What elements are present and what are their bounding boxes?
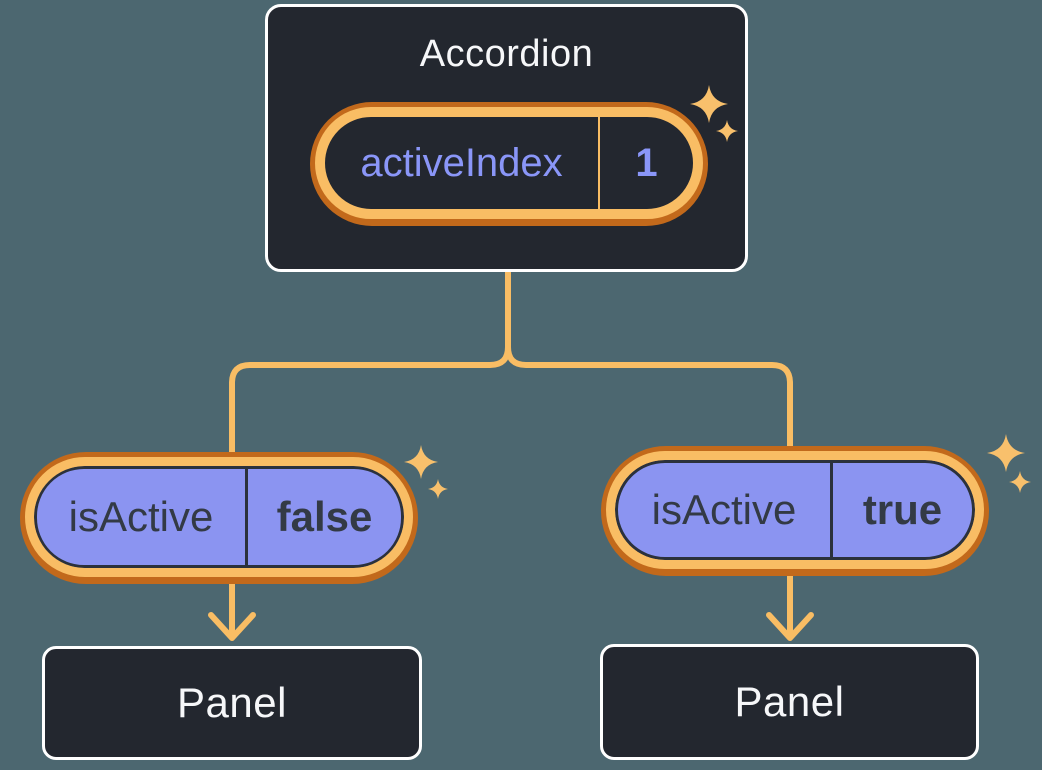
prop-pill-value: true [862, 486, 943, 533]
prop-pill-name: isActive [68, 493, 214, 540]
sparkle-icon [987, 434, 1025, 472]
panel-node-right: Panel [600, 644, 979, 760]
state-pill-divider [598, 117, 600, 209]
accordion-title: Accordion [419, 33, 594, 75]
state-pill-activeIndex: activeIndex 1 [310, 102, 708, 226]
prop-pill-divider [245, 469, 248, 565]
state-pill-name: activeIndex [360, 140, 563, 185]
panel-label: Panel [734, 678, 845, 725]
state-pill-value: 1 [635, 140, 658, 185]
prop-pill-isactive-false: isActive false [20, 452, 418, 584]
prop-pill-name: isActive [651, 486, 797, 533]
arrowhead-right [766, 612, 814, 641]
sparkle-icon [1009, 471, 1032, 494]
sparkle-icon [404, 445, 439, 480]
prop-pill-isactive-true: isActive true [601, 446, 989, 576]
prop-pill-value: false [276, 493, 373, 540]
prop-pill-divider [830, 463, 833, 557]
sparkle-icon [428, 479, 448, 499]
panel-label: Panel [177, 679, 287, 726]
panel-node-left: Panel [42, 646, 422, 760]
arrowhead-left [208, 612, 256, 641]
